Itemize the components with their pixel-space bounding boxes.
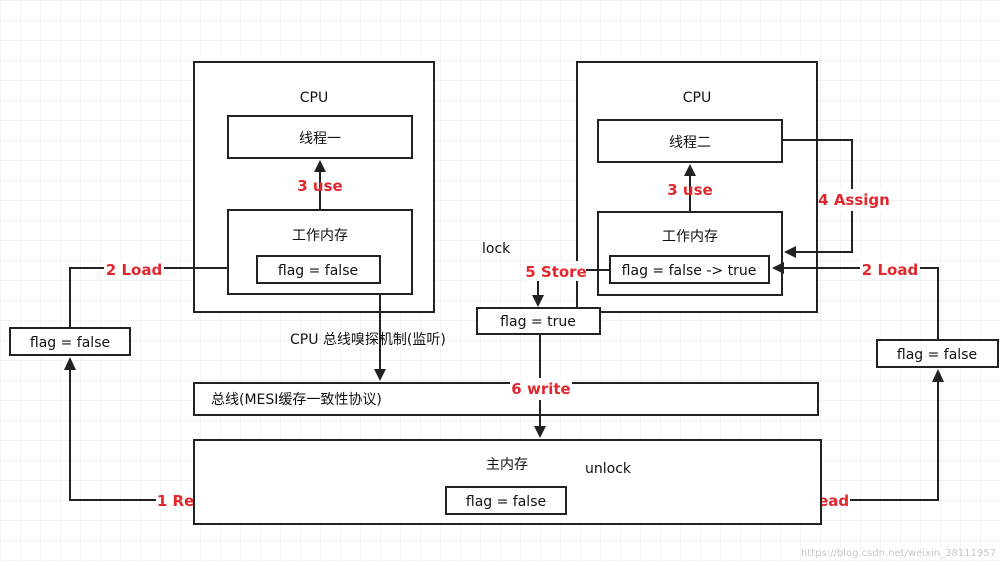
left-cpu-label: CPU	[300, 90, 328, 106]
left-use-arrowhead	[314, 160, 326, 172]
left-external-flag-box	[9, 327, 131, 356]
bus-box	[193, 382, 819, 416]
store-arrowhead	[532, 295, 544, 307]
flag-true-box	[476, 307, 601, 335]
unlock-label: unlock	[585, 461, 632, 477]
main-memory-label: 主内存	[486, 457, 528, 473]
left-work-memory-label: 工作内存	[292, 228, 348, 244]
right-read-arrowhead	[932, 369, 944, 382]
flag-true-value: flag = true	[500, 314, 576, 330]
right-cpu-label: CPU	[683, 90, 711, 106]
right-external-flag-box	[876, 339, 999, 368]
right-thread-box	[597, 119, 783, 163]
right-work-flag-value: flag = false -> true	[622, 263, 757, 279]
right-work-flag-box	[609, 255, 770, 284]
store-label-bg	[526, 261, 586, 281]
left-external-flag-value: flag = false	[30, 335, 110, 351]
right-use-label: 3 use	[667, 181, 712, 199]
write-arrowhead	[534, 426, 546, 438]
left-load-label-bg	[104, 259, 164, 279]
assign-label-bg	[818, 189, 888, 211]
main-memory-flag-box	[445, 486, 567, 515]
write-label: 6 write	[511, 380, 570, 398]
left-use-label: 3 use	[297, 177, 342, 195]
right-thread-label: 线程二	[669, 135, 711, 151]
left-thread-box	[227, 115, 413, 159]
left-thread-label: 线程一	[299, 131, 341, 147]
right-external-flag-value: flag = false	[897, 347, 977, 363]
lock-label: lock	[482, 241, 511, 257]
left-load-line	[69, 267, 228, 328]
right-load-label-bg	[860, 259, 920, 279]
main-memory-flag-value: flag = false	[466, 494, 546, 510]
right-load-label: 2 Load	[862, 261, 918, 279]
left-read-arrowhead	[64, 357, 76, 370]
sniff-label: CPU 总线嗅探机制(监听)	[290, 332, 446, 348]
right-use-arrowhead	[684, 164, 696, 176]
right-load-arrowhead	[772, 262, 784, 274]
right-load-line	[782, 267, 939, 340]
right-work-memory-label: 工作内存	[662, 229, 718, 245]
sniff-arrowhead	[374, 369, 386, 381]
assign-arrowhead	[784, 246, 796, 258]
left-load-label: 2 Load	[106, 261, 162, 279]
write-label-bg	[510, 378, 572, 400]
watermark: https://blog.csdn.net/weixin_38111957	[801, 548, 996, 559]
left-work-flag-box	[256, 255, 381, 284]
left-work-flag-value: flag = false	[278, 263, 358, 279]
store-label: 5 Store	[525, 263, 587, 281]
assign-label: 4 Assign	[818, 191, 890, 209]
bus-label: 总线(MESI缓存一致性协议)	[211, 392, 382, 408]
